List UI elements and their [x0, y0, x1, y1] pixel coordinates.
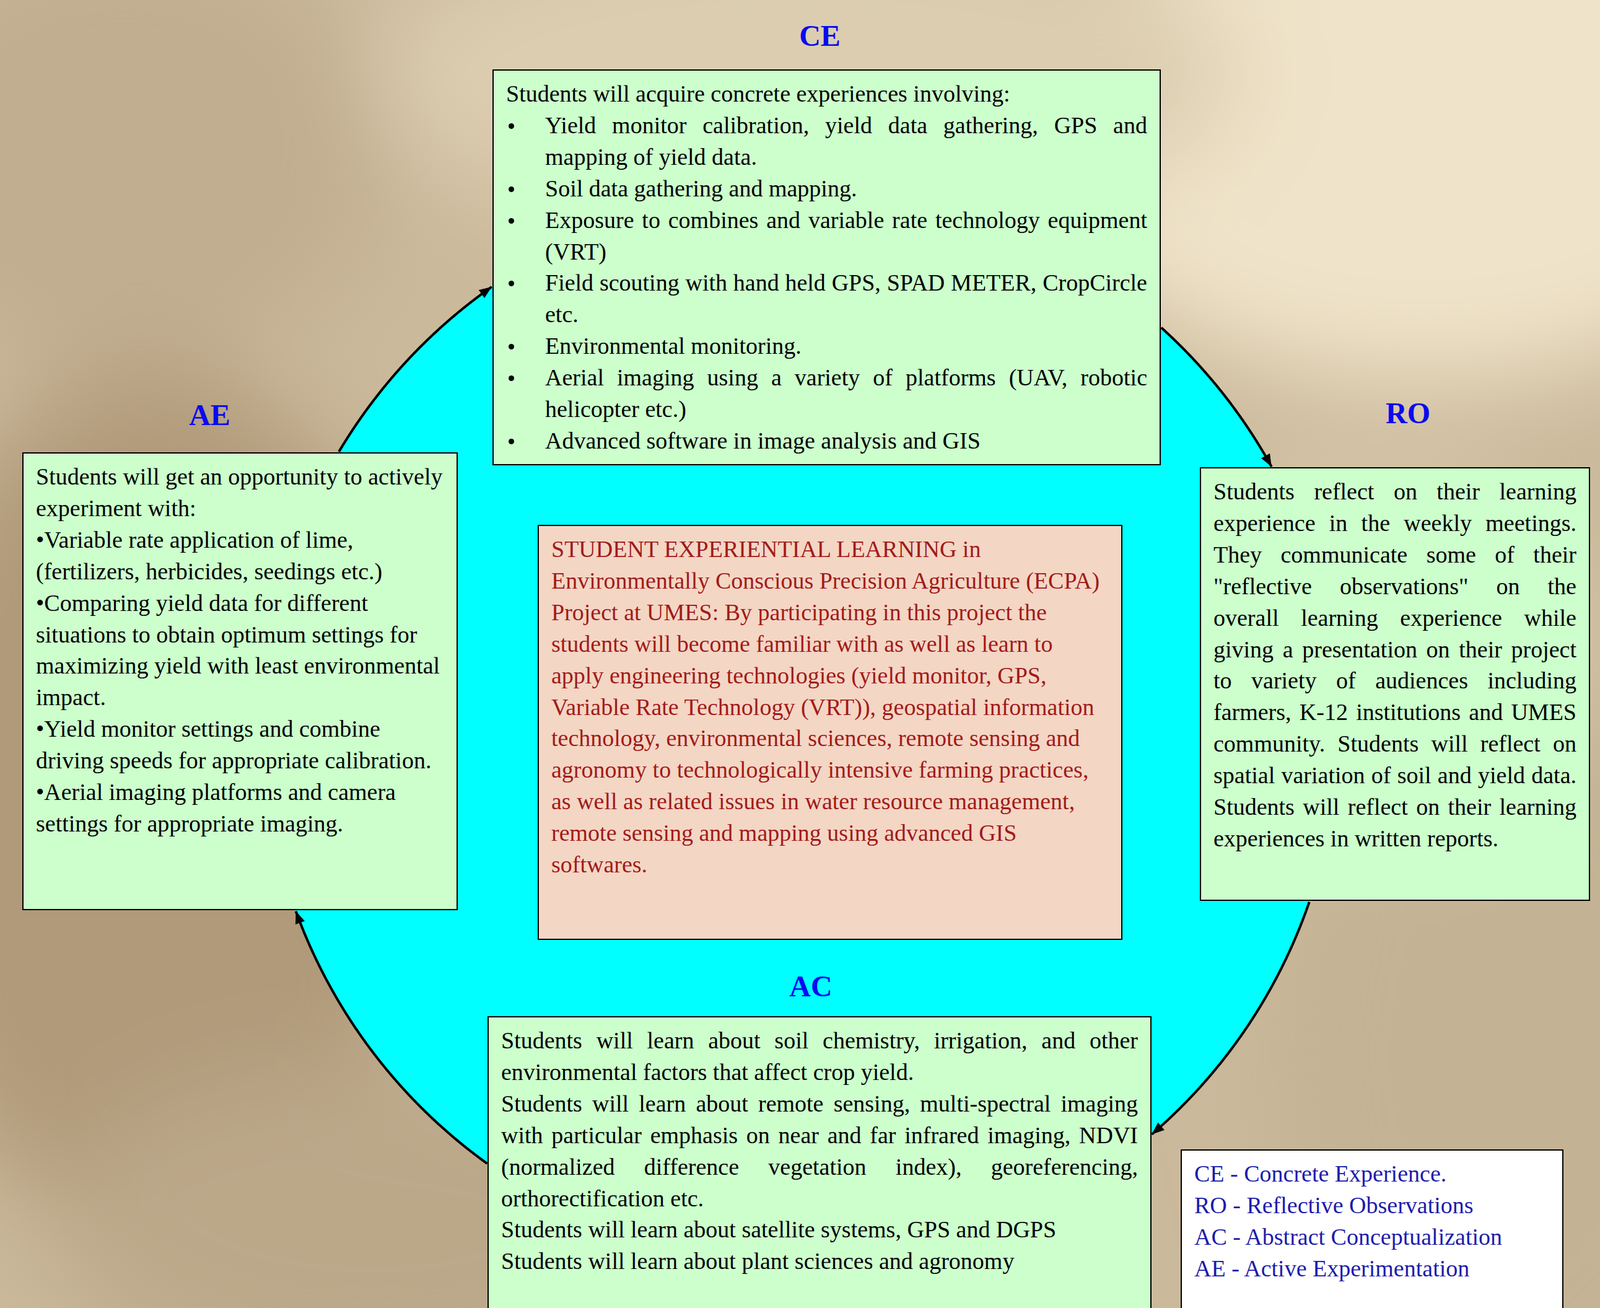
legend-entry: CE - Concrete Experience. — [1194, 1157, 1550, 1190]
description-text: Students will learn about soil chemistry… — [501, 1024, 1138, 1088]
description-text: Students will get an opportunity to acti… — [35, 460, 445, 525]
abstract-conceptualization-box: ACStudents will learn about soil chemist… — [487, 1015, 1152, 1308]
cycle-arrow — [338, 286, 492, 452]
bullet-item: Field scouting with hand held GPS, SPAD … — [506, 266, 1148, 331]
active-experimentation-box: AEStudents will get an opportunity to ac… — [22, 452, 458, 910]
reflective-observation-box: ROStudents reflect on their learning exp… — [1199, 467, 1591, 901]
bullet-dot — [508, 186, 515, 193]
bullet-dot — [508, 375, 515, 381]
description-text: Students will learn about satellite syst… — [501, 1213, 1138, 1246]
bullet-item: Exposure to combines and variable rate t… — [506, 204, 1148, 268]
bullet-dot — [508, 280, 515, 287]
description-text: Students reflect on their learning exper… — [1213, 475, 1577, 855]
bullet-item: Aerial imaging using a variety of platfo… — [506, 361, 1148, 425]
legend-entry: AE - Active Experimentation — [1194, 1252, 1550, 1285]
legend-box: CE - Concrete Experience.RO - Reflective… — [1180, 1149, 1564, 1308]
cycle-arrow — [296, 911, 488, 1164]
bullet-dot — [508, 438, 515, 445]
description-text: STUDENT EXPERIENTIAL LEARNING in Environ… — [551, 533, 1109, 881]
description-text: •Yield monitor settings and combine driv… — [35, 712, 445, 777]
description-text: •Comparing yield data for different situ… — [35, 587, 445, 714]
project-summary-box: STUDENT EXPERIENTIAL LEARNING in Environ… — [537, 524, 1123, 940]
bullet-item: Yield monitor calibration, yield data ga… — [506, 109, 1148, 173]
bullet-item: Soil data gathering and mapping. — [506, 172, 1148, 205]
stage-heading: AC — [789, 968, 832, 1005]
bullet-item: Advanced software in image analysis and … — [506, 424, 1148, 457]
description-text: Students will acquire concrete experienc… — [506, 78, 1148, 110]
description-text: •Aerial imaging platforms and camera set… — [35, 776, 445, 840]
bullet-dot — [508, 218, 515, 224]
stage-heading: AE — [188, 397, 231, 433]
legend-entry: RO - Reflective Observations — [1194, 1189, 1550, 1221]
stage-heading: CE — [799, 17, 841, 54]
concrete-experience-box: CEStudents will acquire concrete experie… — [492, 69, 1161, 466]
cycle-arrow — [1151, 901, 1309, 1135]
bullet-dot — [508, 123, 515, 129]
stage-heading: RO — [1385, 395, 1431, 432]
dark-patch — [0, 0, 385, 372]
bullet-item: Environmental monitoring. — [506, 330, 1148, 362]
bullet-dot — [508, 343, 515, 350]
description-text: Students will learn about plant sciences… — [501, 1245, 1138, 1277]
description-text: Students will learn about remote sensing… — [501, 1087, 1138, 1215]
legend-entry: AC - Abstract Conceptualization — [1194, 1220, 1550, 1253]
cycle-arrow — [1161, 327, 1272, 467]
description-text: •Variable rate application of lime, (fer… — [35, 524, 445, 588]
